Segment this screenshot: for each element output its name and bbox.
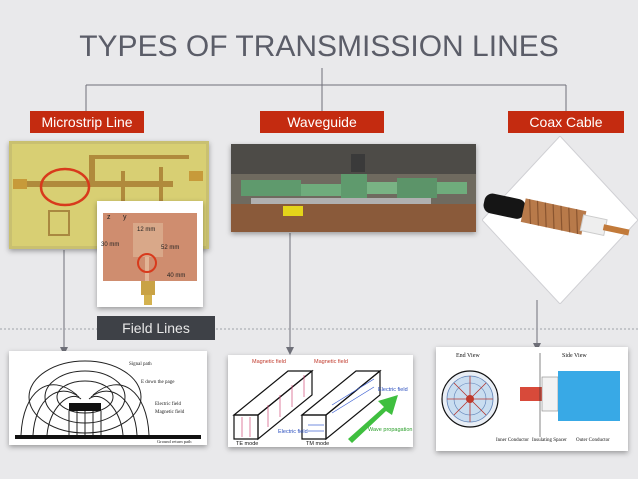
microstrip-inset-photo: z y 12 mm 30 mm 52 mm 40 mm xyxy=(97,201,203,307)
waveguide-field-figure: Magnetic field Magnetic field Electric f… xyxy=(228,355,413,447)
ms-label-electric: Electric field xyxy=(155,402,181,407)
coax-label-inner: Inner Conductor xyxy=(496,438,529,443)
label-waveguide: Waveguide xyxy=(260,111,384,133)
label-coax-cable: Coax Cable xyxy=(508,111,624,133)
coax-field-figure: End View Side View Inner Conductor Insul… xyxy=(436,347,628,451)
wg-label-magnetic-2: Magnetic field xyxy=(314,359,348,365)
ms-label-signal: Signal path xyxy=(129,362,152,367)
coax-label-outer: Outer Conductor xyxy=(576,438,610,443)
wg-label-electric-2: Electric field xyxy=(378,387,408,393)
wg-label-wave: Wave propagation xyxy=(368,427,412,433)
inset-dim-right: 52 mm xyxy=(161,245,179,251)
coax-label-spacer: Insulating Spacer xyxy=(532,438,567,443)
wg-label-tm-mode: TM mode xyxy=(306,441,329,447)
ms-label-magnetic: Magnetic field xyxy=(155,410,185,415)
slide-title: TYPES OF TRANSMISSION LINES xyxy=(79,30,559,63)
field-lines-label: Field Lines xyxy=(97,316,215,340)
inset-dim-left: 30 mm xyxy=(101,242,119,248)
ms-label-ground: Ground return path xyxy=(157,439,192,444)
microstrip-field-figure: Signal path E down the page Electric fie… xyxy=(9,351,207,445)
inset-axis-y: y xyxy=(123,214,127,221)
wg-label-magnetic-1: Magnetic field xyxy=(252,359,286,365)
inset-dim-bottom: 40 mm xyxy=(167,273,185,279)
ms-label-direction: E down the page xyxy=(141,380,175,385)
wg-label-electric-1: Electric field xyxy=(278,429,308,435)
waveguide-photo xyxy=(231,144,476,232)
inset-axis-z: z xyxy=(107,214,111,221)
coax-label-end-view: End View xyxy=(456,353,480,359)
coax-label-side-view: Side View xyxy=(562,353,587,359)
inset-dim-top: 12 mm xyxy=(137,227,155,233)
coax-photo xyxy=(481,135,638,305)
wg-label-te-mode: TE mode xyxy=(236,441,258,447)
label-microstrip-line: Microstrip Line xyxy=(30,111,144,133)
